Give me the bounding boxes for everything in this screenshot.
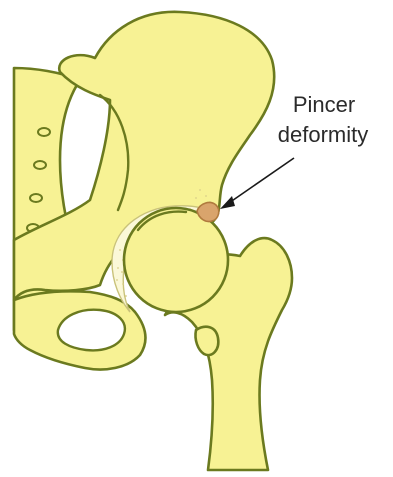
lesser-trochanter [195, 327, 218, 355]
femoral-head [124, 208, 228, 312]
label-line2: deformity [278, 122, 368, 147]
obturator-foramen [58, 310, 125, 351]
label-line1: Pincer [293, 92, 355, 117]
